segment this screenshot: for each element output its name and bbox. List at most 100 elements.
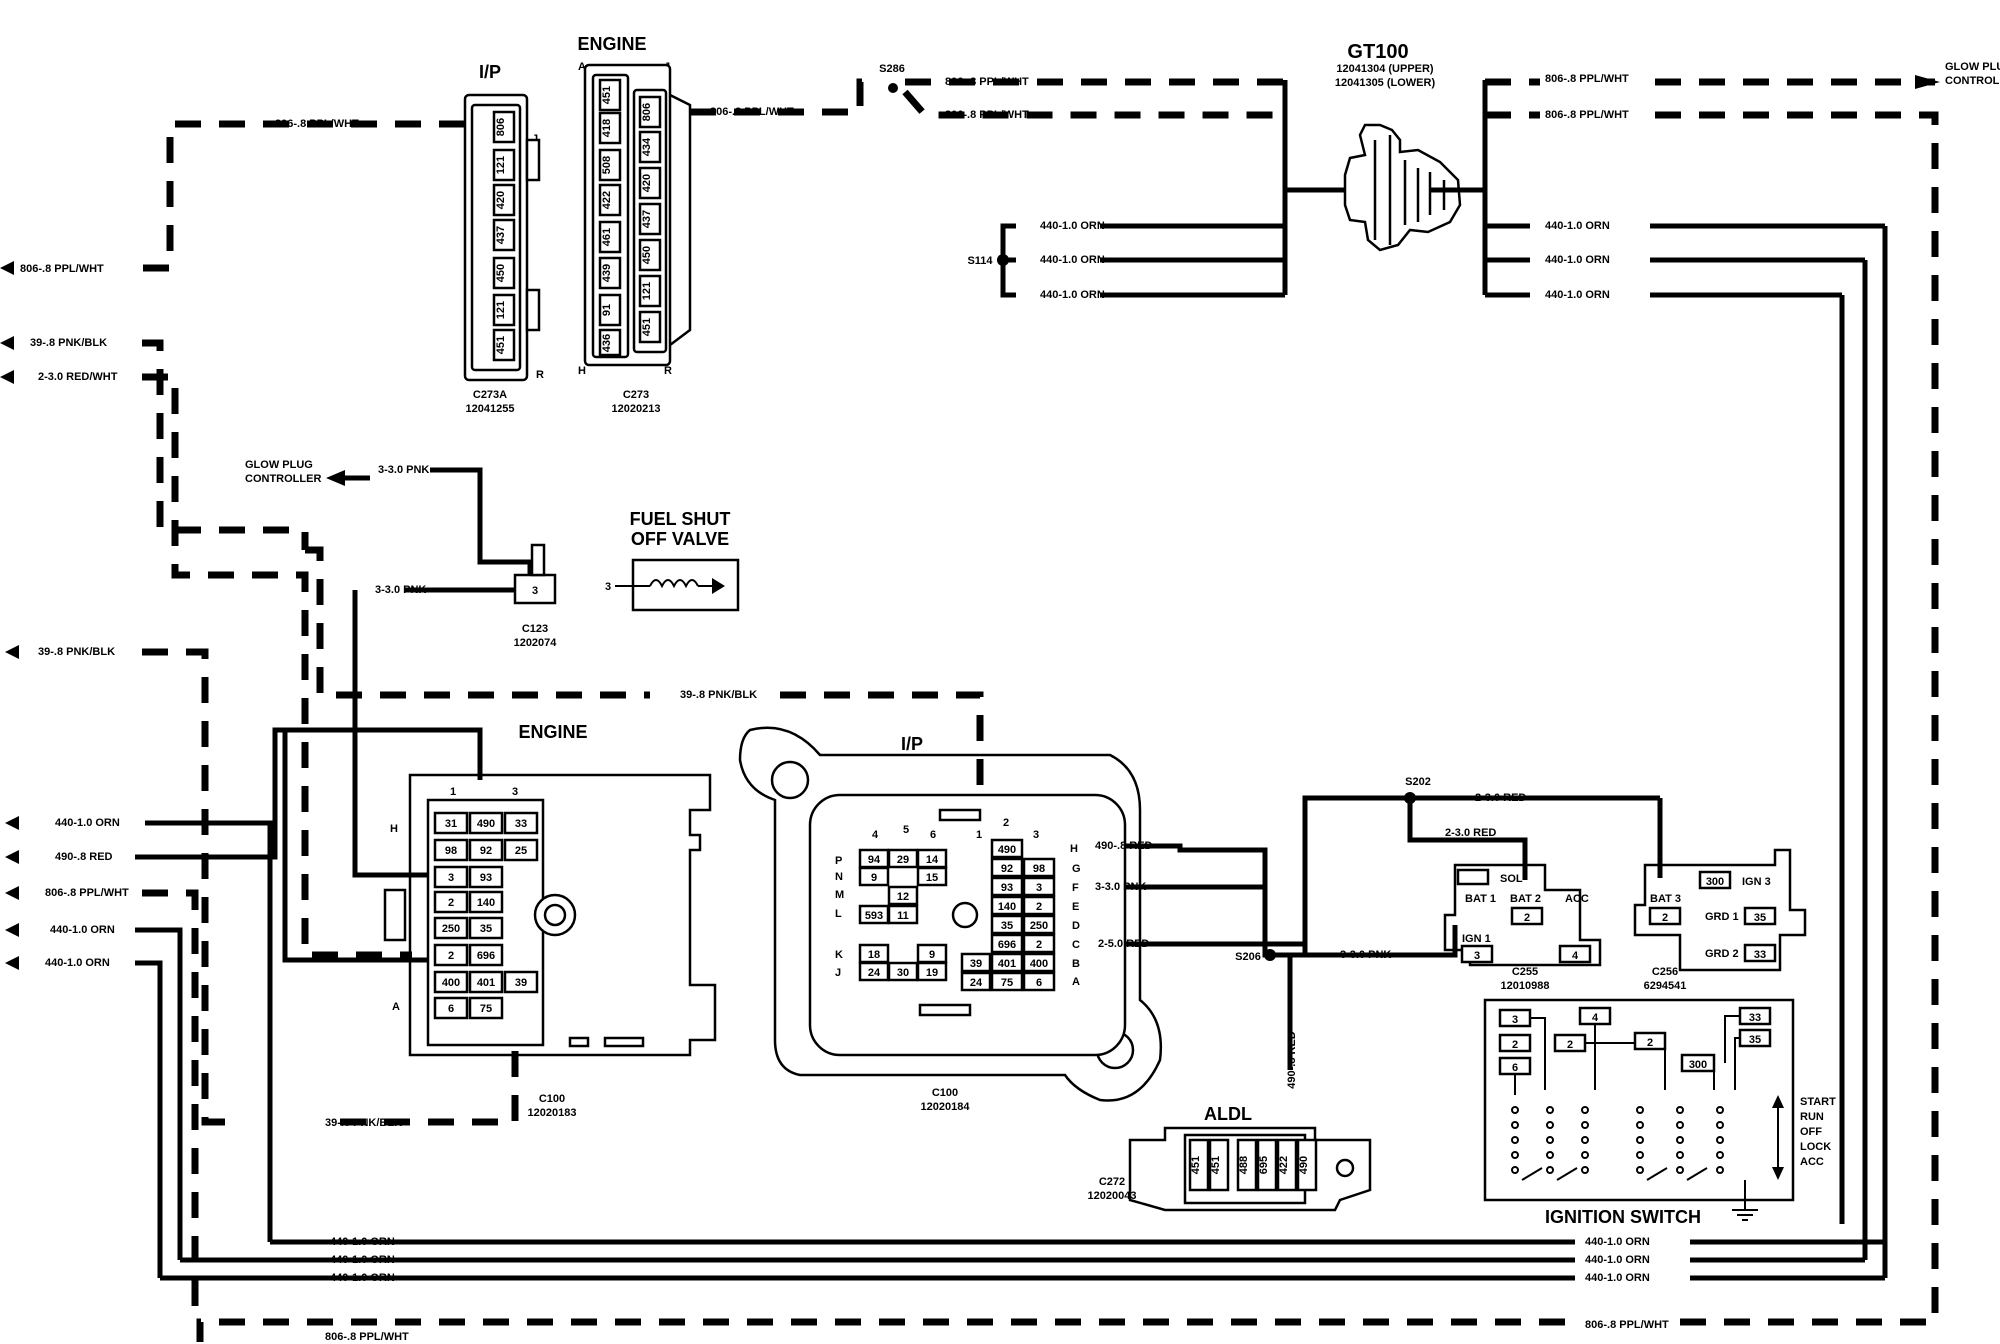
c100-eng-cav-31: 31 bbox=[445, 818, 457, 830]
c273a-cavity-2: 121 bbox=[495, 156, 507, 174]
c100-eng-cav-35: 35 bbox=[480, 923, 492, 935]
c273-cav-r2: 434 bbox=[641, 137, 653, 156]
c100-ip-row-e: E bbox=[1072, 901, 1079, 913]
wire-440-right-a: 440-1.0 ORN bbox=[1545, 220, 1610, 232]
gt100-part-upper: 12041304 (UPPER) bbox=[1336, 63, 1434, 75]
c255-sol: SOL bbox=[1500, 873, 1523, 885]
c255-cav-acc: 4 bbox=[1572, 950, 1579, 962]
c255-cav-bat2: 2 bbox=[1524, 912, 1530, 924]
wire-440-bottom-a: 440-1.0 ORN bbox=[330, 1236, 395, 1248]
gt100-connector: GT100 12041304 (UPPER) 12041305 (LOWER) bbox=[1335, 41, 1462, 252]
c256-ign3: IGN 3 bbox=[1742, 876, 1771, 888]
wire-806-bottom-left: 806-.8 PPL/WHT bbox=[325, 1331, 409, 1343]
c100-engine-id: C100 bbox=[539, 1093, 565, 1105]
c256-grd2: GRD 2 bbox=[1705, 948, 1739, 960]
ignition-switch-contacts bbox=[1511, 1015, 1784, 1221]
c100-ip-row-n: N bbox=[835, 871, 843, 883]
wire-806-gt-b: 806-.8 PPL/WHT bbox=[945, 109, 1029, 121]
wire-806-c273: 806-.8 PPL/WHT bbox=[710, 106, 794, 118]
c100-ip-cav-3: 3 bbox=[1036, 882, 1042, 894]
c255-id: C255 bbox=[1512, 966, 1538, 978]
wire-440-left-c: 440-1.0 ORN bbox=[45, 957, 110, 969]
gpc-left-line1: GLOW PLUG bbox=[245, 459, 313, 471]
wire-806-c100: 806-.8 PPL/WHT bbox=[45, 887, 129, 899]
wire-440-s114-c: 440-1.0 ORN bbox=[1040, 289, 1105, 301]
c100-ip-row-h: H bbox=[1070, 843, 1078, 855]
c273-cav-l7: 91 bbox=[601, 304, 613, 316]
c273-pin-h: H bbox=[578, 365, 586, 377]
c100-ip-cav-18: 18 bbox=[868, 949, 880, 961]
c100-ip-col-2: 2 bbox=[1003, 817, 1009, 829]
c273-cavities-left: 451 418 508 422 461 439 91 436 bbox=[598, 78, 622, 357]
wire-39-mid: 39-.8 PNK/BLK bbox=[680, 689, 757, 701]
aldl-part: 12020043 bbox=[1088, 1190, 1137, 1202]
c100-eng-cav-98: 98 bbox=[445, 845, 457, 857]
ign-cav-2a: 2 bbox=[1512, 1039, 1518, 1051]
aldl-cav-5: 422 bbox=[1278, 1156, 1290, 1174]
c123-connector: 3 C123 1202074 bbox=[514, 543, 557, 649]
ign-pos-acc: ACC bbox=[1800, 1156, 1824, 1168]
c273-title: ENGINE bbox=[577, 34, 646, 54]
c273-pin-r: R bbox=[664, 365, 672, 377]
wire-2-s202-b: 2-3.0 RED bbox=[1445, 827, 1496, 839]
wire-2-c100: 2-5.0 RED bbox=[1098, 938, 1149, 950]
c255-cav-ign1: 3 bbox=[1474, 950, 1480, 962]
c100-ip-cav-30: 30 bbox=[897, 967, 909, 979]
wire-3-c100: 3-3.0 PNK bbox=[1095, 881, 1146, 893]
splices: S286 S114 S202 S206 bbox=[879, 63, 1431, 963]
ign-pos-off: OFF bbox=[1800, 1126, 1822, 1138]
splice-s206: S206 bbox=[1235, 951, 1261, 963]
c273a-pin-r: R bbox=[536, 369, 544, 381]
c100-ip-cav-9b: 9 bbox=[929, 949, 935, 961]
c273a-connector: I/P J R 806 121 420 437 450 121 451 C273… bbox=[463, 62, 544, 415]
c100-eng-cav-2b: 2 bbox=[448, 950, 454, 962]
c100-ip-cav-14: 14 bbox=[926, 854, 939, 866]
glow-plug-controller-left: GLOW PLUG CONTROLLER bbox=[245, 459, 370, 486]
c273a-cavities: 806 121 420 437 450 121 451 bbox=[492, 110, 516, 362]
c123-id: C123 bbox=[522, 623, 548, 635]
ign-cav-4: 4 bbox=[1592, 1012, 1599, 1024]
c255-acc: ACC bbox=[1565, 893, 1589, 905]
c100-ip-cav-9a: 9 bbox=[871, 872, 877, 884]
c100-ip-row-k: K bbox=[835, 949, 843, 961]
aldl-cavities: 451 451 488 695 422 490 bbox=[1188, 1138, 1318, 1192]
c273a-title: I/P bbox=[479, 62, 501, 82]
wire-39-left-b: 39-.8 PNK/BLK bbox=[38, 646, 115, 658]
c100-ip-cav-12: 12 bbox=[897, 891, 909, 903]
c100-ip-cav-400: 400 bbox=[1030, 958, 1048, 970]
aldl-cav-6: 490 bbox=[1298, 1156, 1310, 1174]
wire-806-right-b: 806-.8 PPL/WHT bbox=[1545, 109, 1629, 121]
c100-eng-cav-75: 75 bbox=[480, 1003, 492, 1015]
c100-ip-left-cavities: 94 29 14 9 15 12 593 11 18 9 24 30 19 bbox=[858, 848, 948, 982]
aldl-cav-2: 451 bbox=[1210, 1156, 1222, 1174]
aldl-cav-4: 695 bbox=[1258, 1156, 1270, 1174]
wire-440-bottom-c: 440-1.0 ORN bbox=[330, 1272, 395, 1284]
c100-ip-cav-250: 250 bbox=[1030, 920, 1048, 932]
c100-ip-col-3: 3 bbox=[1033, 829, 1039, 841]
ign-pos-start: START bbox=[1800, 1096, 1836, 1108]
c100-ip-part: 12020184 bbox=[921, 1101, 971, 1113]
c100-engine-title: ENGINE bbox=[518, 722, 587, 742]
c273-cav-r1: 806 bbox=[641, 103, 653, 121]
c100-ip-cav-24a: 24 bbox=[868, 967, 881, 979]
c100-ip-cav-2b: 2 bbox=[1036, 939, 1042, 951]
c100-ip-cav-94: 94 bbox=[868, 854, 881, 866]
splice-s286: S286 bbox=[879, 63, 905, 75]
solid-wires bbox=[135, 80, 1888, 1281]
c273-cav-l1: 451 bbox=[601, 86, 613, 104]
gpc-right-line2: CONTROLLER bbox=[1945, 75, 2000, 87]
c100-ip-cav-35: 35 bbox=[1001, 920, 1013, 932]
c100-eng-cav-3: 3 bbox=[448, 872, 454, 884]
wire-806-top: 806-.8 PPL/WHT bbox=[275, 118, 359, 130]
c273a-cavity-4: 437 bbox=[495, 226, 507, 244]
c100-ip-col-labels: 4 5 6 1 2 3 bbox=[872, 817, 1039, 841]
ignition-switch-positions: START RUN OFF LOCK ACC bbox=[1800, 1096, 1836, 1168]
c100-ip-cav-75: 75 bbox=[1001, 977, 1013, 989]
wire-2-left: 2-3.0 RED/WHT bbox=[38, 371, 118, 383]
c100-ip-row-f: F bbox=[1072, 882, 1079, 894]
c100-ip-cav-92: 92 bbox=[1001, 863, 1013, 875]
wire-440-bottom-rc: 440-1.0 ORN bbox=[1585, 1272, 1650, 1284]
c100-ip-cav-490: 490 bbox=[998, 844, 1016, 856]
c256-grd1: GRD 1 bbox=[1705, 911, 1739, 923]
c100-eng-cav-6: 6 bbox=[448, 1003, 454, 1015]
